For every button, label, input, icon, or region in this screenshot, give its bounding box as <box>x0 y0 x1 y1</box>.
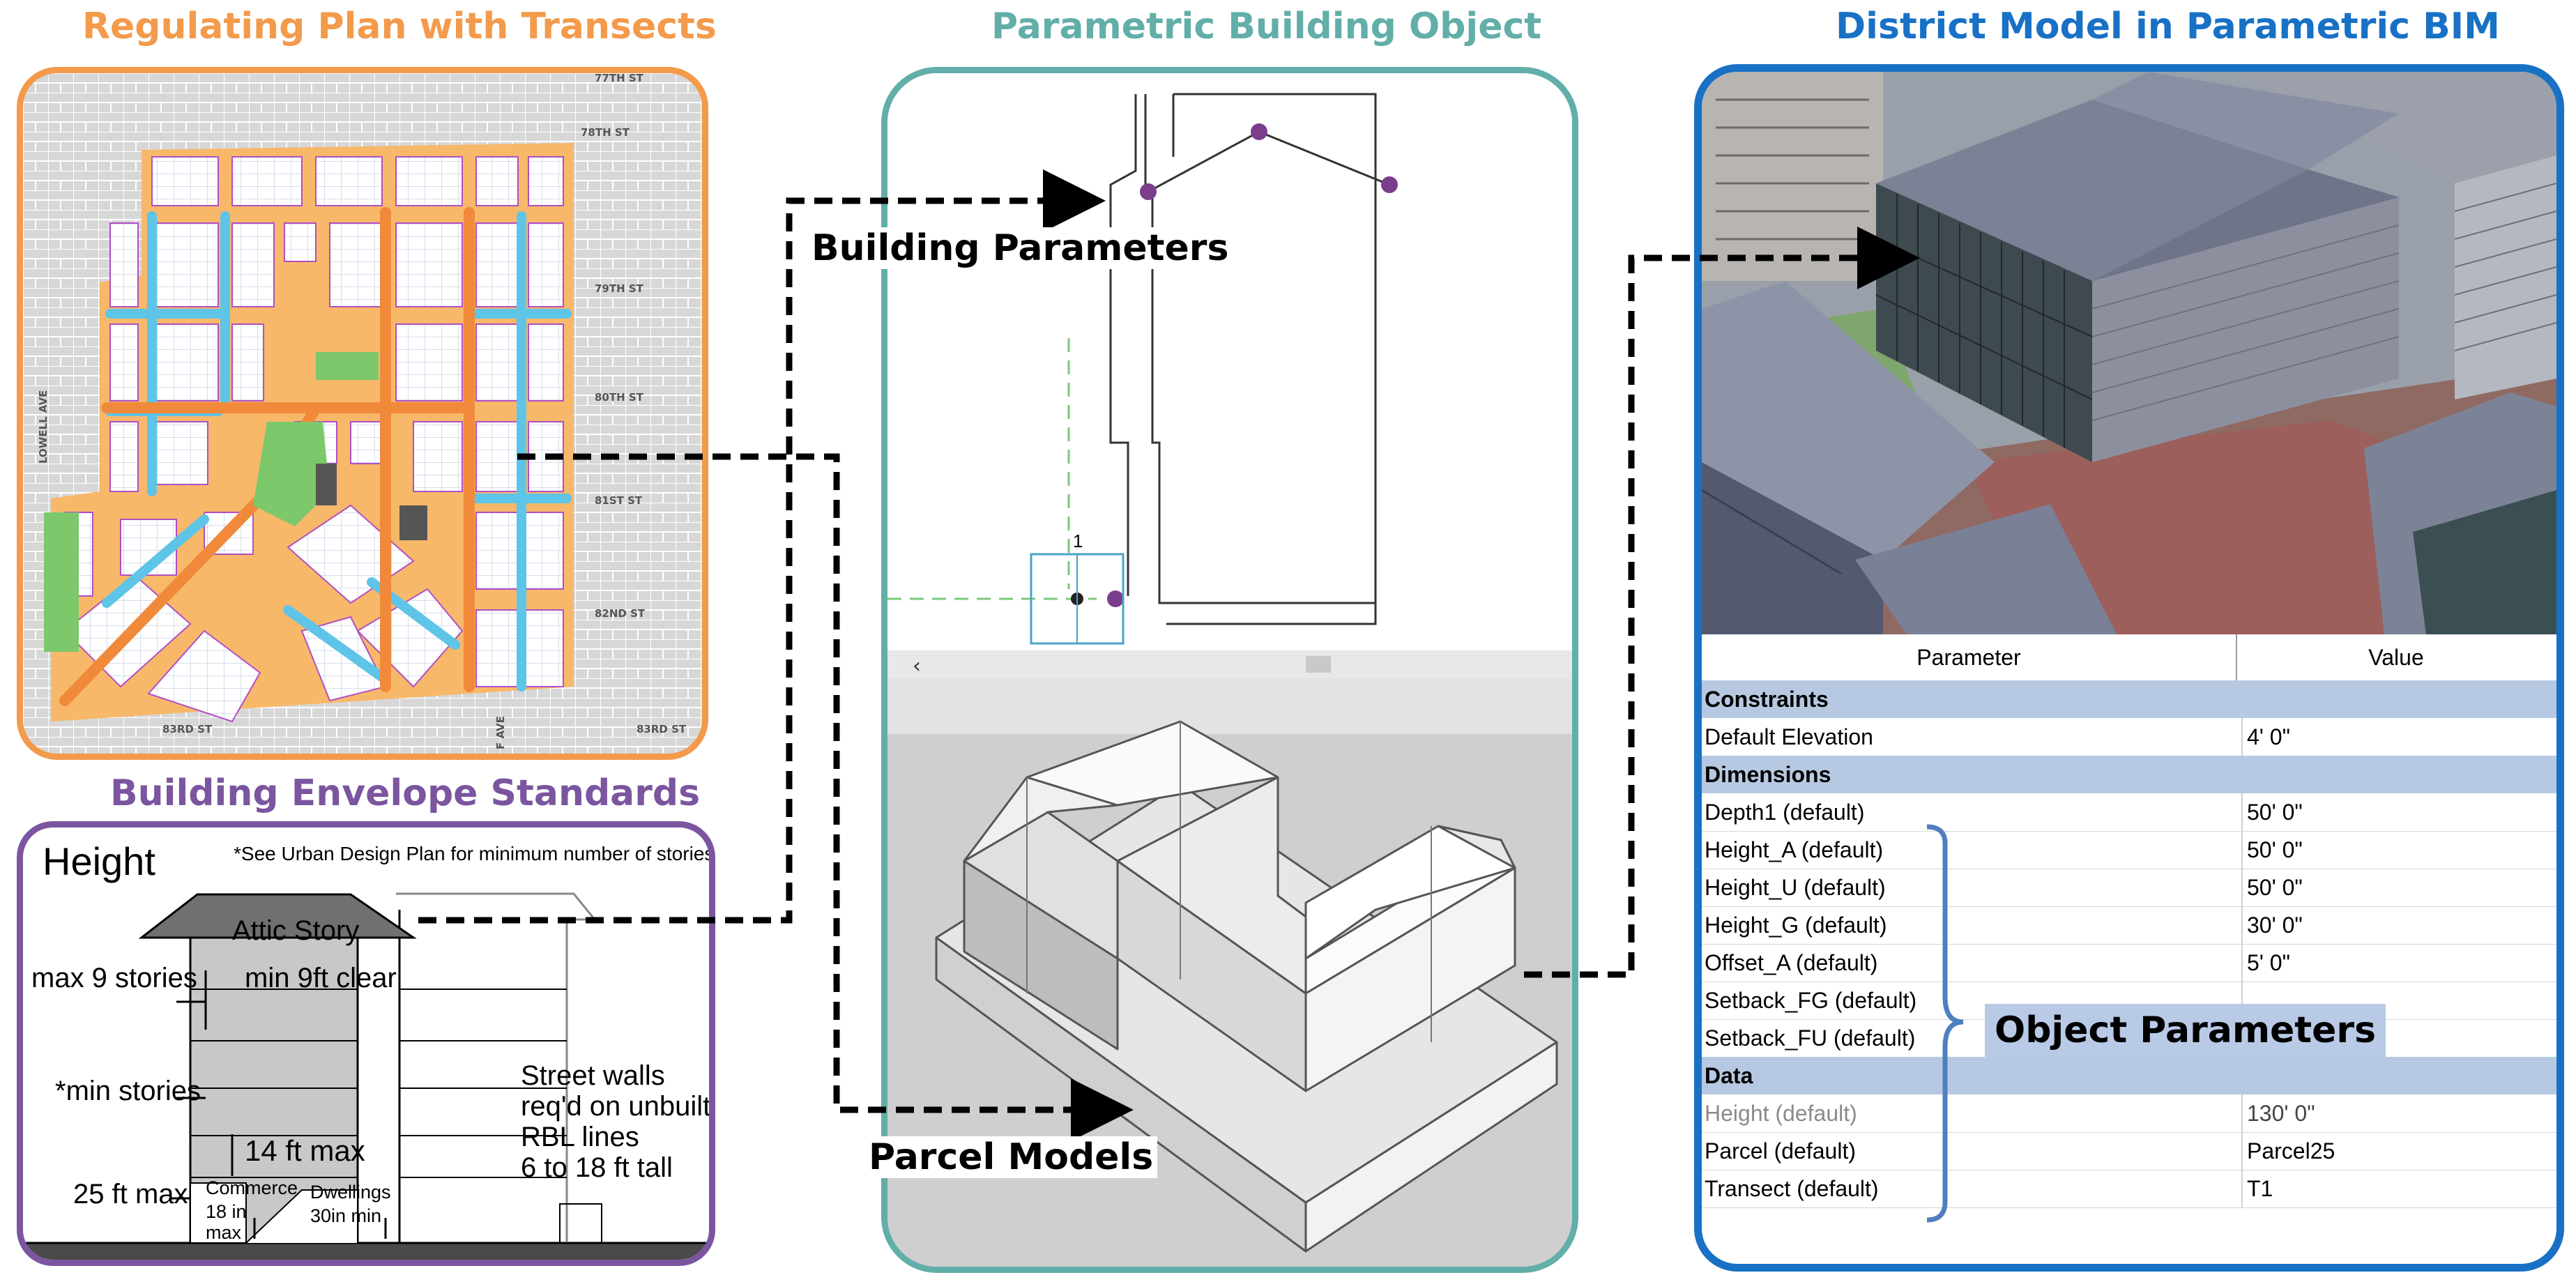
table-row-value[interactable]: 50' 0" <box>2241 869 2561 906</box>
street-label-lowell: LOWELL AVE <box>37 390 49 464</box>
table-row-label: Parcel (default) <box>1705 1138 1856 1163</box>
table-row[interactable]: Height_U (default)50' 0" <box>1702 869 2556 907</box>
table-header: Parameter Value <box>1702 634 2556 682</box>
envelope-standards-panel: Height *See Urban Design Plan for minimu… <box>17 821 715 1266</box>
regulating-plan-map: 77TH ST 78TH ST 79TH ST 80TH ST 81ST ST … <box>23 73 702 754</box>
table-section-row: Data <box>1702 1057 2556 1094</box>
regulating-plan-title: Regulating Plan with Transects <box>82 6 717 47</box>
envelope-note: *See Urban Design Plan for minimum numbe… <box>234 843 715 864</box>
street-label-83rd-right: 83RD ST <box>637 723 687 735</box>
table-row-value[interactable]: 130' 0" <box>2241 1094 2561 1132</box>
object-parameters-callout: Object Parameters <box>1985 1004 2386 1057</box>
street-walls-label-4: 6 to 18 ft tall <box>521 1152 673 1183</box>
table-row-label: Constraints <box>1705 687 1829 712</box>
table-row-label: Dimensions <box>1705 762 1831 787</box>
table-row[interactable]: Parcel (default)Parcel25 <box>1702 1132 2556 1170</box>
table-section-row: Dimensions <box>1702 756 2556 793</box>
commerce-label-2: 18 in <box>206 1201 247 1222</box>
regulating-plan-panel: 77TH ST 78TH ST 79TH ST 80TH ST 81ST ST … <box>17 67 708 760</box>
twenty-five-ft-label: 25 ft max <box>73 1179 188 1209</box>
table-row-label: Height (default) <box>1705 1101 1857 1126</box>
header-value[interactable]: Value <box>2368 645 2424 670</box>
table-row[interactable]: Transect (default)T1 <box>1702 1170 2556 1208</box>
building-parameters-label: Building Parameters <box>807 227 1233 269</box>
table-section-row: Constraints <box>1702 680 2556 718</box>
envelope-height-label: Height <box>43 839 155 883</box>
street-label-77th: 77TH ST <box>595 73 644 84</box>
table-row[interactable]: Setback_FG (default) <box>1702 982 2556 1020</box>
table-row-value[interactable]: T1 <box>2241 1170 2561 1207</box>
commerce-label-3: max <box>206 1222 242 1243</box>
attic-story-label: Attic Story <box>232 915 360 946</box>
street-label-78th: 78TH ST <box>581 126 630 139</box>
street-walls-label-3: RBL lines <box>521 1122 639 1152</box>
fourteen-ft-label: 14 ft max <box>245 1134 365 1167</box>
table-row-value[interactable]: 50' 0" <box>2241 793 2561 831</box>
street-label-79th: 79TH ST <box>595 282 644 295</box>
table-row[interactable]: Depth1 (default)50' 0" <box>1702 793 2556 832</box>
max-stories-label: max 9 stories <box>31 963 197 993</box>
table-row[interactable]: Height (default)130' 0" <box>1702 1094 2556 1133</box>
table-row-value[interactable]: 50' 0" <box>2241 831 2561 869</box>
table-row-value[interactable]: 30' 0" <box>2241 906 2561 944</box>
min-stories-label: *min stories <box>55 1076 201 1106</box>
table-row-value[interactable]: 5' 0" <box>2241 944 2561 982</box>
scroll-left-arrow[interactable]: ‹ <box>913 654 921 678</box>
min-clear-label: min 9ft clear <box>245 963 397 993</box>
street-label-f-ave: F AVE <box>494 716 507 749</box>
table-row[interactable]: Height_G (default)30' 0" <box>1702 906 2556 945</box>
table-row-value[interactable] <box>2241 982 2561 1019</box>
table-row[interactable]: Offset_A (default)5' 0" <box>1702 944 2556 982</box>
table-row-value[interactable]: Parcel25 <box>2241 1132 2561 1170</box>
header-parameter[interactable]: Parameter <box>1702 634 2237 680</box>
street-label-81st: 81ST ST <box>595 494 643 507</box>
table-row-label: Setback_FG (default) <box>1705 988 1917 1013</box>
table-row-label: Default Elevation <box>1705 724 1873 749</box>
street-label-80th: 80TH ST <box>595 391 644 404</box>
envelope-standards-title: Building Envelope Standards <box>110 772 701 814</box>
district-model-title: District Model in Parametric BIM <box>1836 6 2500 47</box>
dwellings-label-1: Dwellings <box>310 1182 391 1203</box>
dwellings-label-2: 30in min <box>310 1205 382 1226</box>
street-label-83rd-left: 83RD ST <box>162 723 213 735</box>
street-label-82nd: 82ND ST <box>595 607 646 620</box>
parametric-object-title: Parametric Building Object <box>991 6 1542 47</box>
table-row[interactable]: Height_A (default)50' 0" <box>1702 831 2556 869</box>
table-row-label: Setback_FU (default) <box>1705 1025 1916 1051</box>
table-row-label: Transect (default) <box>1705 1176 1879 1201</box>
table-row-label: Data <box>1705 1063 1753 1088</box>
street-walls-label-1: Street walls <box>521 1060 665 1091</box>
object-parameters-brace <box>1926 824 1964 1223</box>
street-walls-label-2: req'd on unbuilt <box>521 1091 711 1122</box>
marker-number: 1 <box>1073 531 1083 551</box>
district-model-render <box>1702 72 2556 641</box>
commerce-label-1: Commerce <box>206 1177 298 1198</box>
table-row-value[interactable]: 4' 0" <box>2241 718 2561 756</box>
parcel-models-label: Parcel Models <box>864 1136 1158 1178</box>
